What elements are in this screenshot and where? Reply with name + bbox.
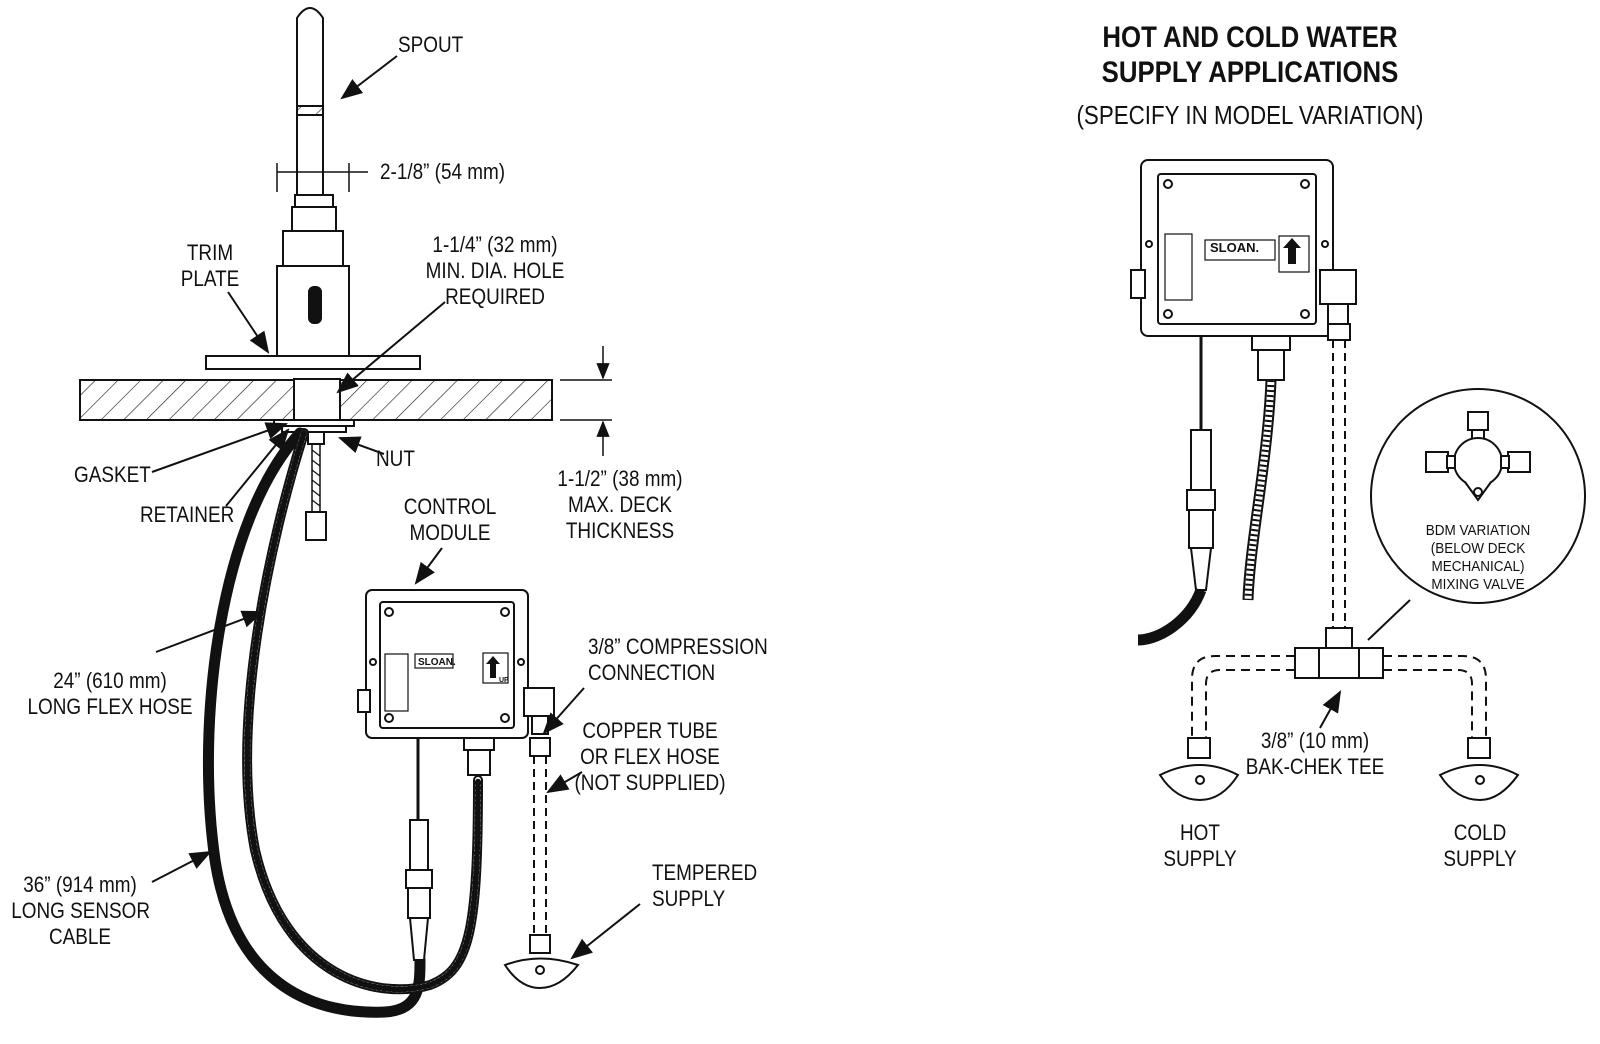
module-brand-right: SLOAN.	[1210, 240, 1259, 255]
control-module-right	[1130, 159, 1357, 337]
label-cold-supply: COLD SUPPLY	[1443, 820, 1517, 871]
sensor-cable	[202, 427, 426, 1018]
bdm-mixing-valve-detail	[1370, 388, 1586, 604]
supply-pipes	[1191, 655, 1487, 738]
label-spout-width: 2-1/8” (54 mm)	[380, 159, 506, 184]
label-control-module: CONTROL MODULE	[403, 494, 497, 545]
module-brand: SLOAN.	[418, 657, 456, 668]
spout-width-dimension	[276, 163, 368, 192]
label-hole: 1-1/4” (32 mm) MIN. DIA. HOLE REQUIRED	[425, 232, 565, 309]
flex-hose	[242, 428, 483, 995]
right-connectors	[1186, 335, 1291, 591]
label-spout: SPOUT	[398, 32, 464, 57]
label-deck-thickness: 1-1/2” (38 mm) MAX. DECK THICKNESS	[557, 466, 683, 543]
label-flex-hose: 24” (610 mm) LONG FLEX HOSE	[27, 668, 193, 719]
label-trim-plate: TRIM PLATE	[180, 240, 240, 291]
bdm-leader	[1367, 599, 1411, 641]
right-panel-title: HOT AND COLD WATER SUPPLY APPLICATIONS	[1101, 21, 1399, 89]
tempered-supply-valve	[503, 957, 580, 990]
leader-lines	[151, 55, 641, 960]
label-hot-supply: HOT SUPPLY	[1163, 820, 1237, 871]
flex-hose-right	[1242, 379, 1277, 601]
label-gasket: GASKET	[74, 462, 151, 487]
label-copper-tube: COPPER TUBE OR FLEX HOSE (NOT SUPPLIED)	[574, 718, 726, 795]
right-panel-subtitle: (SPECIFY IN MODEL VARIATION)	[1076, 100, 1424, 130]
label-compression: 3/8” COMPRESSION CONNECTION	[588, 634, 768, 685]
label-retainer: RETAINER	[140, 502, 235, 527]
supply-valves	[1158, 737, 1520, 802]
label-sensor-cable: 36” (914 mm) LONG SENSOR CABLE	[11, 872, 150, 949]
bak-chek-tee	[1294, 647, 1384, 679]
right-tube	[1325, 323, 1353, 649]
tee-leader	[1319, 690, 1342, 729]
deck	[79, 378, 553, 423]
module-up-text: UP	[499, 677, 509, 684]
label-bdm-variation: BDM VARIATION (BELOW DECK MECHANICAL) MI…	[1425, 522, 1531, 593]
label-bak-chek-tee: 3/8” (10 mm) BAK-CHEK TEE	[1245, 728, 1385, 779]
sensor-cable-right	[1137, 587, 1207, 646]
label-tempered-supply: TEMPERED SUPPLY	[652, 860, 758, 911]
copper-tube	[529, 737, 551, 954]
deck-thickness-dimension	[560, 346, 612, 456]
control-module	[357, 589, 555, 739]
module-connectors	[405, 737, 495, 961]
faucet-spout	[205, 7, 421, 370]
label-nut: NUT	[376, 446, 415, 471]
